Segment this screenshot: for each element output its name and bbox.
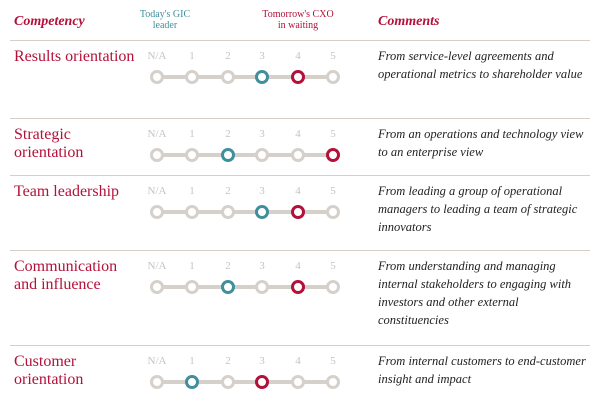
rating-dot xyxy=(326,205,340,219)
scale-label: 4 xyxy=(295,260,301,272)
rating-dot xyxy=(291,375,305,389)
scale-label: 2 xyxy=(225,50,231,62)
comment-text: From internal customers to end-customer … xyxy=(378,354,586,386)
rating-track xyxy=(157,285,333,289)
rating-dot xyxy=(221,205,235,219)
scale-label: 3 xyxy=(259,185,265,197)
scale-label: 2 xyxy=(225,355,231,367)
row-divider xyxy=(10,345,590,346)
comment-text: From service-level agreements and operat… xyxy=(378,49,583,81)
tomorrow-legend: Tomorrow's CXO in waiting xyxy=(262,9,334,31)
today-rating-dot xyxy=(221,148,235,162)
scale-label: 4 xyxy=(295,128,301,140)
tomorrow-rating-dot xyxy=(291,70,305,84)
rating-track xyxy=(157,210,333,214)
comment-text: From understanding and managing internal… xyxy=(378,259,572,327)
scale-label: N/A xyxy=(147,128,167,140)
rating-dot xyxy=(150,375,164,389)
competency-title: Communication and influence xyxy=(14,258,118,293)
rating-dot xyxy=(185,280,199,294)
rating-dot xyxy=(255,148,269,162)
rating-dot xyxy=(185,205,199,219)
comments-column-header: Comments xyxy=(378,14,440,29)
rating-dot xyxy=(150,280,164,294)
scale-label: N/A xyxy=(147,185,167,197)
competency-title: Customer orientation xyxy=(14,353,84,388)
scale-label: 5 xyxy=(330,185,336,197)
scale-label: 1 xyxy=(189,50,195,62)
today-rating-dot xyxy=(255,70,269,84)
scale-label: 1 xyxy=(189,128,195,140)
rating-track xyxy=(157,153,333,157)
rating-dot xyxy=(326,375,340,389)
rating-dot xyxy=(185,148,199,162)
scale-label: 3 xyxy=(259,128,265,140)
scale-label: 4 xyxy=(295,185,301,197)
rating-dot xyxy=(221,70,235,84)
rating-dot xyxy=(255,280,269,294)
rating-dot xyxy=(185,70,199,84)
competency-title: Results orientation xyxy=(14,48,135,65)
scale-label: 5 xyxy=(330,128,336,140)
scale-label: 1 xyxy=(189,260,195,272)
row-divider xyxy=(10,40,590,41)
scale-label: 4 xyxy=(295,355,301,367)
scale-label: 5 xyxy=(330,50,336,62)
scale-label: 3 xyxy=(259,260,265,272)
row-divider xyxy=(10,250,590,251)
comment-text: From leading a group of operational mana… xyxy=(378,184,578,234)
today-rating-dot xyxy=(221,280,235,294)
scale-label: 3 xyxy=(259,355,265,367)
rating-dot xyxy=(221,375,235,389)
competency-title: Team leadership xyxy=(14,183,120,200)
scale-label: 5 xyxy=(330,260,336,272)
competency-title: Strategic orientation xyxy=(14,126,84,161)
row-divider xyxy=(10,118,590,119)
scale-label: N/A xyxy=(147,50,167,62)
rating-track xyxy=(157,380,333,384)
scale-label: 5 xyxy=(330,355,336,367)
row-divider xyxy=(10,175,590,176)
scale-label: 2 xyxy=(225,185,231,197)
scale-label: N/A xyxy=(147,260,167,272)
rating-dot xyxy=(291,148,305,162)
rating-dot xyxy=(150,70,164,84)
scale-label: 2 xyxy=(225,128,231,140)
today-rating-dot xyxy=(185,375,199,389)
scale-label: 1 xyxy=(189,185,195,197)
comment-text: From an operations and technology view t… xyxy=(378,127,584,159)
scale-label: 4 xyxy=(295,50,301,62)
tomorrow-rating-dot xyxy=(326,148,340,162)
rating-dot xyxy=(150,205,164,219)
scale-label: 1 xyxy=(189,355,195,367)
tomorrow-rating-dot xyxy=(291,205,305,219)
table-header: Competency Today's GIC leader Tomorrow's… xyxy=(0,0,600,40)
scale-label: 2 xyxy=(225,260,231,272)
rating-dot xyxy=(326,280,340,294)
scale-label: 3 xyxy=(259,50,265,62)
today-rating-dot xyxy=(255,205,269,219)
today-legend: Today's GIC leader xyxy=(139,9,191,31)
tomorrow-rating-dot xyxy=(291,280,305,294)
competency-column-header: Competency xyxy=(14,14,85,29)
scale-label: N/A xyxy=(147,355,167,367)
rating-dot xyxy=(326,70,340,84)
tomorrow-rating-dot xyxy=(255,375,269,389)
rating-track xyxy=(157,75,333,79)
rating-dot xyxy=(150,148,164,162)
